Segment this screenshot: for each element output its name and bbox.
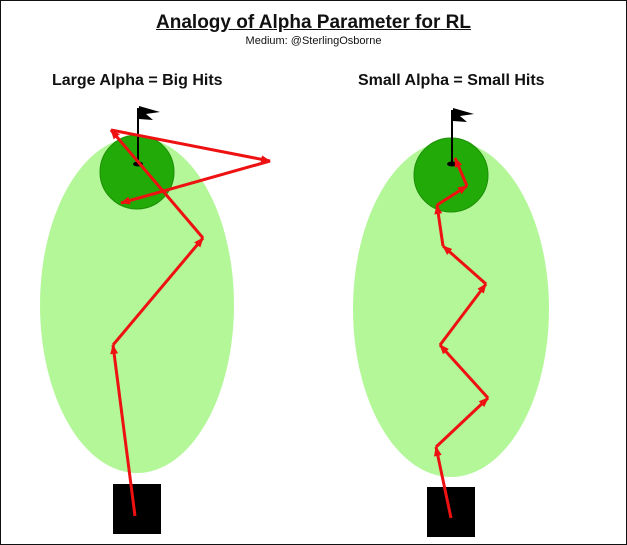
fairway [40,137,234,473]
small-hit-path [433,157,490,519]
large-alpha-label: Large Alpha = Big Hits [52,72,223,89]
hit-arrow [453,157,469,187]
hit-arrow [436,184,468,207]
hit-arrow [120,159,271,205]
flag-icon [451,108,474,164]
hit-arrow [434,396,490,449]
hit-arrow [442,244,487,286]
fairway [353,141,549,477]
diagram-subtitle: Medium: @SterlingOsborne [245,35,382,47]
hit-arrow [434,204,445,247]
hit-arrow [433,446,453,519]
big-hit-path [109,128,271,517]
hit-arrow [110,128,271,164]
hit-arrow [438,283,488,346]
hit-arrow [109,129,205,239]
tee-box [113,484,161,534]
golf-hole [447,161,457,167]
hit-arrow [438,343,490,400]
small-alpha-course [353,108,549,537]
small-alpha-label: Small Alpha = Small Hits [358,72,545,89]
hit-arrow [110,344,137,517]
diagram-title: Analogy of Alpha Parameter for RL [156,12,471,33]
hit-arrow [111,237,205,346]
large-alpha-course [40,106,271,534]
